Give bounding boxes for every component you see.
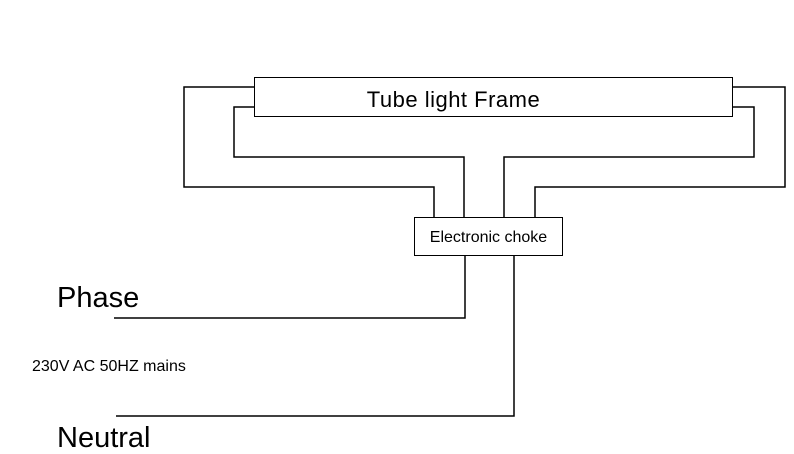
wire-frame-left-outer <box>183 86 435 217</box>
electronic-choke-label: Electronic choke <box>429 228 548 246</box>
wire-frame-right-outer <box>534 86 786 217</box>
wire-frame-right-inner <box>503 106 755 217</box>
mains-rating-label: 230V AC 50HZ mains <box>32 358 186 375</box>
wire-frame-left-inner <box>233 106 465 217</box>
neutral-label: Neutral <box>57 422 151 454</box>
wire-phase <box>114 256 466 319</box>
tube-light-frame-label: Tube light Frame <box>366 87 541 112</box>
tube-light-frame-box: Tube light Frame <box>254 77 733 117</box>
phase-label: Phase <box>57 282 140 314</box>
electronic-choke-box: Electronic choke <box>414 217 563 256</box>
wire-neutral <box>116 256 515 417</box>
